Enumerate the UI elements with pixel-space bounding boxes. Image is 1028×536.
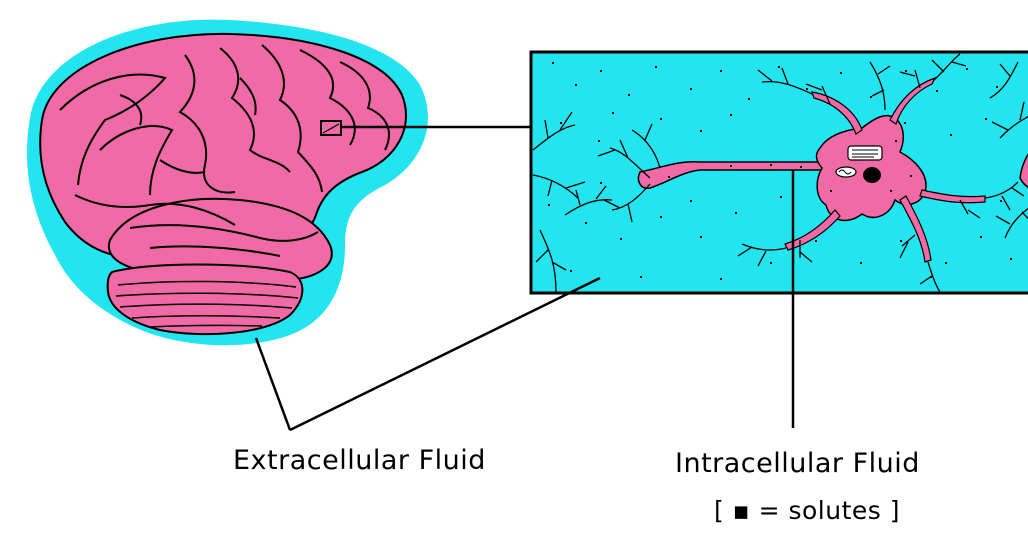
extracellular-leader-brain <box>256 338 290 430</box>
intracellular-fluid-label: Intracellular Fluid <box>675 448 920 479</box>
extracellular-fluid-label: Extracellular Fluid <box>233 445 486 476</box>
nucleus <box>863 167 881 183</box>
mitochondrion <box>836 167 856 177</box>
brain-icon <box>27 20 428 346</box>
solutes-legend: [ ▪ = solutes ] <box>714 496 900 525</box>
extracellular-fluid-panel <box>531 52 1028 293</box>
tissue-panel <box>531 52 1028 293</box>
golgi-apparatus <box>848 146 882 160</box>
extracellular-leader-panel <box>290 278 600 430</box>
